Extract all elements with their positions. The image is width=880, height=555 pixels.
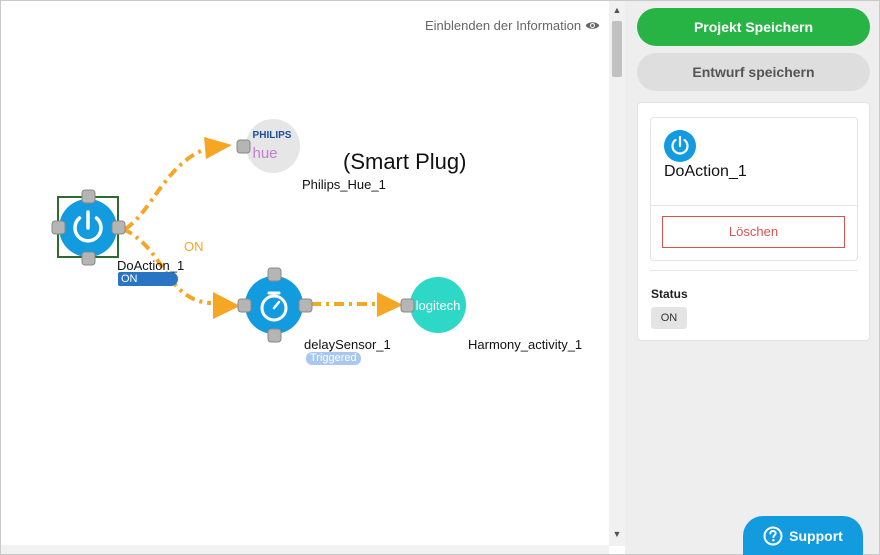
save-project-button[interactable]: Projekt Speichern — [637, 8, 870, 46]
philips-logo-line1: PHILIPS — [253, 130, 292, 141]
port-right[interactable] — [111, 220, 126, 235]
stopwatch-icon — [260, 291, 288, 322]
edge-arrow-harmony — [377, 292, 403, 317]
selected-node-title: DoAction_1 — [664, 163, 747, 180]
port-right[interactable] — [298, 298, 313, 313]
eye-icon — [585, 22, 600, 29]
help-icon — [763, 526, 783, 546]
port-top[interactable] — [267, 267, 282, 282]
do-action-badge: ON — [118, 272, 178, 286]
edge-doaction-hue[interactable] — [123, 147, 207, 231]
port-left[interactable] — [400, 298, 415, 313]
status-badge: ON — [651, 307, 687, 329]
scroll-down-icon[interactable]: ▼ — [612, 529, 622, 539]
node-delay-sensor[interactable] — [237, 267, 313, 343]
port-left[interactable] — [236, 139, 251, 154]
sidebar: Projekt Speichern Entwurf speichern DoAc… — [625, 1, 879, 554]
port-bottom[interactable] — [267, 328, 282, 343]
selected-node-card: DoAction_1 Löschen — [650, 117, 858, 261]
panel-divider — [650, 270, 858, 271]
node-harmony[interactable]: logitech — [400, 277, 466, 333]
properties-panel: DoAction_1 Löschen Status ON — [637, 102, 870, 341]
node-philips-hue[interactable]: PHILIPS hue — [236, 119, 300, 173]
smart-plug-annotation: (Smart Plug) — [343, 149, 467, 174]
do-action-label: DoAction_1 — [117, 258, 185, 273]
edge-arrow-hue — [204, 137, 232, 159]
port-top[interactable] — [81, 189, 96, 204]
node-do-action[interactable] — [51, 189, 126, 266]
scroll-thumb[interactable] — [612, 21, 622, 77]
delete-button[interactable]: Löschen — [662, 216, 845, 248]
flow-graph: PHILIPS hue logitech — [51, 119, 466, 343]
status-label: Status — [651, 287, 688, 301]
power-icon — [664, 130, 696, 162]
info-toggle[interactable]: Einblenden der Information — [425, 18, 600, 33]
logitech-logo: logitech — [416, 298, 461, 313]
power-icon — [73, 210, 103, 243]
support-label: Support — [789, 528, 843, 544]
info-toggle-label: Einblenden der Information — [425, 18, 582, 33]
support-button[interactable]: Support — [743, 516, 863, 555]
port-left[interactable] — [237, 298, 252, 313]
horizontal-scrollbar[interactable] — [1, 545, 609, 554]
edge-label-on: ON — [184, 239, 204, 254]
delay-sensor-label: delaySensor_1 — [304, 337, 391, 352]
flow-canvas[interactable]: PHILIPS hue logitech Einblenden der Info… — [1, 1, 609, 546]
save-draft-button[interactable]: Entwurf speichern — [637, 53, 870, 91]
vertical-scrollbar[interactable]: ▲ ▼ — [609, 1, 625, 546]
port-left[interactable] — [51, 220, 66, 235]
scroll-up-icon[interactable]: ▲ — [612, 5, 622, 15]
port-bottom[interactable] — [81, 251, 96, 266]
edge-arrow-delay — [213, 292, 240, 319]
delay-sensor-badge: Triggered — [306, 352, 361, 365]
card-divider — [651, 205, 857, 206]
harmony-label: Harmony_activity_1 — [468, 337, 583, 352]
philips-hue-label: Philips_Hue_1 — [302, 177, 386, 192]
philips-logo-line2: hue — [252, 145, 277, 162]
